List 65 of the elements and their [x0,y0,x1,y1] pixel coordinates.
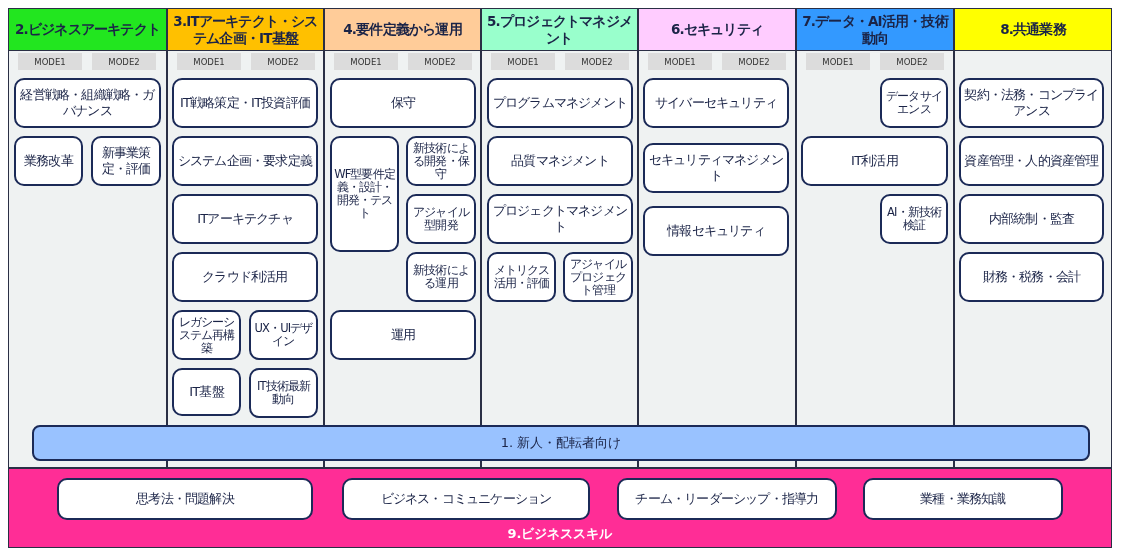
column-panel [481,8,638,468]
column-header: 8.共通業務 [955,9,1111,51]
skill-box: WF型要件定義・設計・開発・テスト [330,136,399,252]
skill-box: 新技術による運用 [406,252,476,302]
column-header: 7.データ・AI活用・技術動向 [797,9,953,51]
skill-box: 保守 [330,78,476,128]
skill-box: 品質マネジメント [487,136,633,186]
skill-box: ITアーキテクチャ [172,194,318,244]
skill-box: 思考法・問題解決 [57,478,313,520]
column-panel [954,8,1112,468]
skill-box: 新技術による開発・保守 [406,136,476,186]
skill-box: 業務改革 [14,136,83,186]
column-panel [167,8,324,468]
skill-box: 資産管理・人的資産管理 [959,136,1104,186]
mode-tab: MODE1 [648,53,712,70]
skill-box: プログラムマネジメント [487,78,633,128]
mode-tab: MODE1 [806,53,870,70]
mode-tab: MODE1 [177,53,241,70]
mode-tab: MODE2 [92,53,156,70]
mode-tab: MODE1 [491,53,555,70]
skill-box: アジャイルプロジェクト管理 [563,252,633,302]
category-bar: 1. 新人・配転者向け [32,425,1090,461]
mode-tab: MODE1 [334,53,398,70]
mode-tab: MODE2 [722,53,786,70]
skill-box: ビジネス・コミュニケーション [342,478,590,520]
mode-tab: MODE2 [565,53,629,70]
skill-box: UX・UIデザイン [249,310,318,360]
column-panel [796,8,954,468]
skill-box: メトリクス活用・評価 [487,252,556,302]
skill-box: IT利活用 [801,136,948,186]
column-header: 5.プロジェクトマネジメント [482,9,637,51]
skill-box: 業種・業務知識 [863,478,1063,520]
skill-box: 新事業策定・評価 [91,136,161,186]
skill-box: チーム・リーダーシップ・指導力 [617,478,837,520]
skill-box: クラウド利活用 [172,252,318,302]
column-header: 4.要件定義から運用 [325,9,480,51]
mode-tab: MODE1 [18,53,82,70]
skill-box: システム企画・要求定義 [172,136,318,186]
skill-box: IT戦略策定・IT投資評価 [172,78,318,128]
skill-box: AI・新技術検証 [880,194,948,244]
skill-box: レガシーシステム再構築 [172,310,241,360]
column-header: 6.セキュリティ [639,9,795,51]
skill-box: 財務・税務・会計 [959,252,1104,302]
skill-band [8,468,1112,548]
skill-box: アジャイル型開発 [406,194,476,244]
column-panel [8,8,167,468]
skill-box: IT基盤 [172,368,241,416]
skill-box: IT技術最新動向 [249,368,318,418]
column-header: 2.ビジネスアーキテクト [9,9,166,51]
skill-box: 契約・法務・コンプライアンス [959,78,1104,128]
column-panel [324,8,481,468]
skill-box: 内部統制・監査 [959,194,1104,244]
skill-box: 経営戦略・組織戦略・ガバナンス [14,78,161,128]
column-header: 3.ITアーキテクト・システム企画・IT基盤 [168,9,323,51]
band-title: 9.ビジネススキル [506,525,614,543]
skill-box: プロジェクトマネジメント [487,194,633,244]
mode-tab: MODE2 [408,53,472,70]
skill-box: セキュリティマネジメント [643,143,789,193]
skill-box: 情報セキュリティ [643,206,789,256]
mode-tab: MODE2 [880,53,944,70]
skill-box: データサイエンス [880,78,948,128]
skill-box: サイバーセキュリティ [643,78,789,128]
skill-box: 運用 [330,310,476,360]
mode-tab: MODE2 [251,53,315,70]
column-panel [638,8,796,468]
